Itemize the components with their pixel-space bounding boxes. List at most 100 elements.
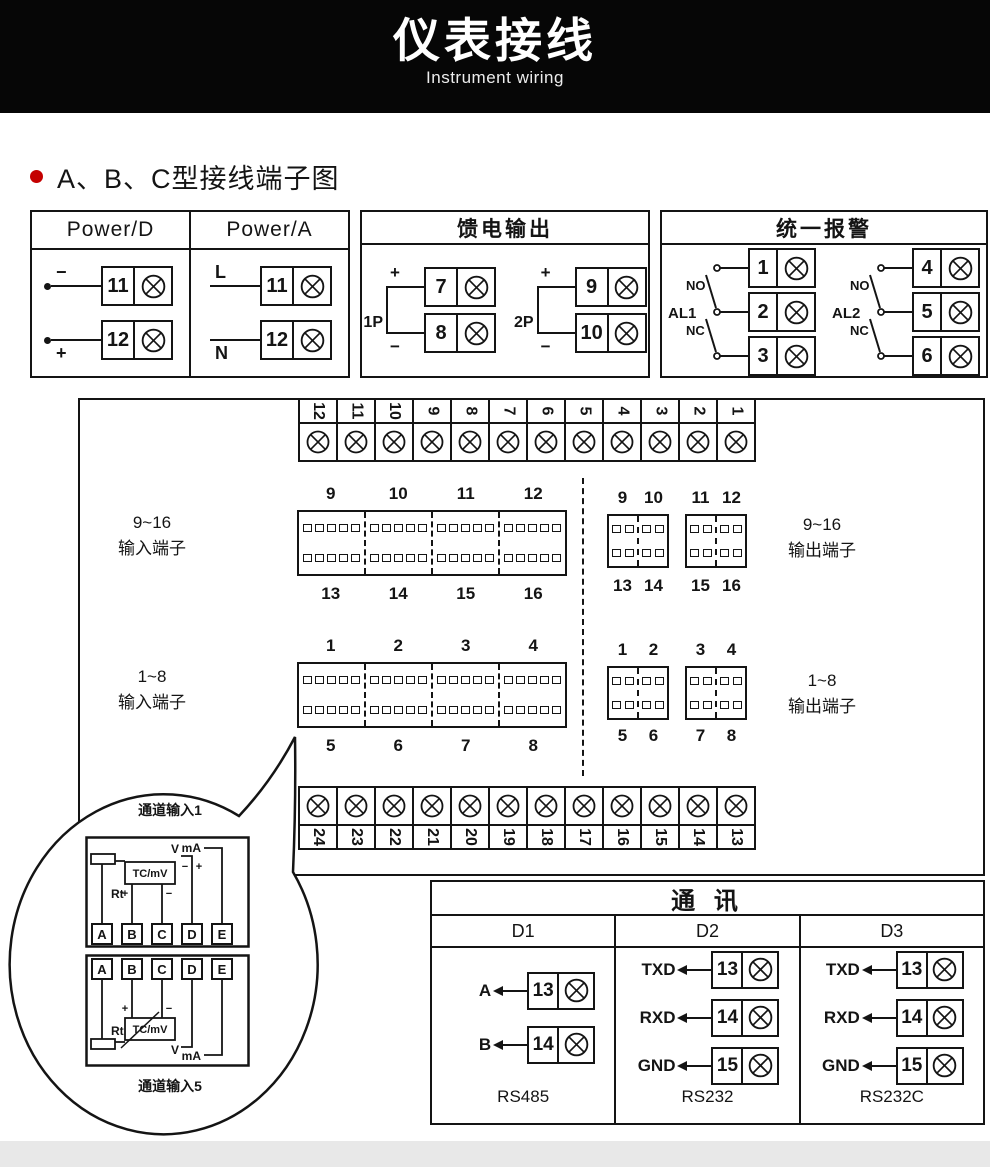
terminal-number: 23 — [336, 824, 376, 850]
wire — [871, 1064, 896, 1067]
pin-group — [431, 512, 498, 574]
pin-square — [449, 524, 458, 532]
screw-terminal — [488, 422, 528, 462]
pin-number: 10 — [388, 484, 408, 503]
screw-terminal — [716, 422, 756, 462]
screw-terminal — [133, 266, 173, 306]
pin-square — [449, 706, 458, 714]
pin-square — [406, 676, 415, 684]
pin-square — [528, 554, 537, 562]
feed-group-rows: + 9 − 10 — [536, 263, 647, 356]
pin-number: 3 — [461, 636, 471, 655]
screw-terminal — [374, 422, 414, 462]
tc-mv-label: TC/mV — [133, 1024, 169, 1036]
power-terminal-row: + 12 — [44, 319, 189, 363]
screw-icon — [611, 318, 642, 349]
pin-number: 11 — [691, 488, 710, 507]
pin-square — [315, 706, 324, 714]
terminal-number: 8 — [450, 398, 490, 424]
wire — [536, 286, 575, 288]
pin-square — [303, 554, 312, 562]
terminal-letter: A — [97, 927, 107, 942]
screw-icon — [493, 427, 523, 457]
power-terminal-row: L 11 — [203, 262, 348, 307]
pin-square — [327, 706, 336, 714]
pin-square — [703, 701, 712, 709]
arrow-left-icon — [677, 1060, 688, 1071]
terminal-strip-bottom: 24 23 22 21 20 — [298, 786, 756, 850]
pin-square — [327, 524, 336, 532]
alarm-box: 统一报警 NO NC AL1 — [660, 210, 988, 378]
pin-square — [690, 525, 699, 533]
terminal-unit: 13 — [716, 786, 756, 850]
terminal-number: 14 — [895, 998, 928, 1037]
screw-icon — [929, 1050, 960, 1081]
wire-dot-icon — [44, 282, 51, 290]
out18-label: 1~8 输出端子 — [757, 668, 887, 719]
pin-square — [655, 549, 664, 557]
pin-number: 12 — [722, 488, 741, 507]
pin-number: 14 — [644, 576, 663, 595]
pin-group — [498, 512, 565, 574]
terminal-letter: E — [218, 927, 227, 942]
pin-number: 8 — [726, 726, 737, 745]
terminal-number: 5 — [912, 292, 942, 332]
screw-terminal — [606, 313, 647, 353]
pin-square — [339, 676, 348, 684]
comm-rows-d3: TXD 13 RXD 14 — [801, 948, 983, 1087]
alarm-terminal-row: 2 — [748, 292, 816, 332]
screw-terminal — [716, 786, 756, 826]
feed-group: 2P + 9 − 10 — [514, 263, 647, 356]
pin-number: 1 — [617, 640, 628, 659]
screw-icon — [569, 791, 599, 821]
screw-icon — [569, 427, 599, 457]
out916-connector-a — [607, 514, 669, 568]
pin-square — [485, 676, 494, 684]
range-label: 9~16 — [802, 515, 842, 534]
pin-group — [687, 668, 715, 718]
wire — [210, 285, 260, 287]
arrow-left-icon — [493, 985, 504, 996]
terminal-number: 6 — [912, 336, 942, 376]
pin-square — [552, 554, 561, 562]
nc-label: NC — [850, 323, 869, 338]
pin-square — [485, 524, 494, 532]
relay-contact-diagram: NO NC AL2 — [832, 264, 912, 360]
pin-square — [437, 706, 446, 714]
pin-number: 9 — [617, 488, 628, 507]
pin-square — [642, 549, 651, 557]
terminal-number: 8 — [424, 313, 458, 353]
footer-strip — [0, 1141, 990, 1167]
kind-label: 输出端子 — [788, 540, 856, 560]
screw-icon — [303, 427, 333, 457]
pin-square — [703, 525, 712, 533]
pin-number: 2 — [648, 640, 659, 659]
power-d-header: Power/D — [32, 212, 189, 250]
terminal-unit: 4 — [602, 398, 642, 462]
pin-square — [612, 525, 621, 533]
screw-icon — [945, 297, 976, 328]
pin-square — [690, 677, 699, 685]
screw-icon — [417, 791, 447, 821]
screw-terminal — [940, 336, 980, 376]
wire — [386, 332, 424, 334]
feed-terminal-row: − 10 — [536, 313, 647, 356]
screw-terminal — [526, 422, 566, 462]
pin-square — [461, 676, 470, 684]
pin-square — [339, 706, 348, 714]
terminal-number: 9 — [412, 398, 452, 424]
terminal-letter: E — [218, 962, 227, 977]
pin-square — [315, 524, 324, 532]
pin-square — [418, 706, 427, 714]
polarity-sign: − — [390, 337, 400, 356]
terminal-number: 11 — [336, 398, 376, 424]
channel-input-1-circuit: TC/mV Rt V mA + − − + A B C D E — [85, 836, 250, 948]
plus-mark: + — [122, 1003, 128, 1015]
terminal-unit: 11 — [336, 398, 376, 462]
pin-square — [382, 554, 391, 562]
pin-square — [315, 554, 324, 562]
pin-square — [315, 676, 324, 684]
communication-box: 通 讯 D1 A 13 — [430, 880, 985, 1125]
screw-icon — [341, 427, 371, 457]
